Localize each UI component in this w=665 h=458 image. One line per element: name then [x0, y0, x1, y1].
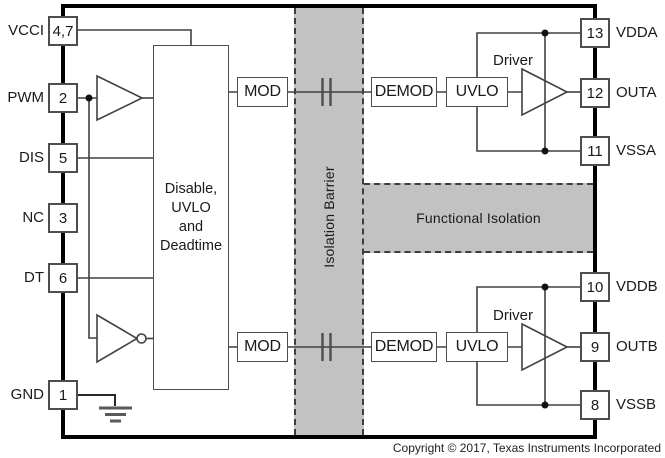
copyright-text: Copyright © 2017, Texas Instruments Inco… — [392, 441, 661, 455]
pin-number-vdda: 13 — [586, 24, 604, 42]
buffer-icon — [96, 74, 144, 122]
inverter-icon — [96, 313, 139, 364]
vssa-junction-dot — [541, 147, 549, 155]
pin-box-dt: 6 — [48, 263, 78, 293]
pin-number-vcci: 4,7 — [52, 22, 74, 40]
pin-box-vssb: 8 — [580, 390, 610, 420]
pwm-branch-wire — [88, 98, 97, 339]
pin-label-nc: NC — [22, 209, 44, 226]
mod-block-a: MOD — [237, 77, 288, 107]
pin-label-vddb: VDDB — [616, 278, 658, 295]
pin-number-outb: 9 — [590, 338, 600, 356]
pin-number-vssa: 11 — [587, 142, 603, 160]
functional-isolation-label: Functional Isolation — [416, 210, 541, 226]
pin-label-vssa: VSSA — [616, 142, 657, 159]
pin-box-pwm: 2 — [48, 83, 78, 113]
functional-isolation-band: Functional Isolation — [364, 183, 593, 253]
demod-block-a: DEMOD — [371, 77, 437, 107]
pin-label-outb: OUTB — [616, 338, 658, 355]
pin-number-nc: 3 — [58, 209, 68, 227]
pin-label-dis: DIS — [18, 149, 44, 166]
pin-number-pwm: 2 — [58, 89, 68, 107]
gnd-wire — [78, 394, 116, 406]
pin-box-vcci: 4,7 — [48, 16, 78, 46]
pin-label-vcci: VCCI — [8, 22, 44, 39]
pin-label-pwm: PWM — [7, 89, 44, 106]
pin-label-dt: DT — [24, 269, 44, 286]
pin-box-outb: 9 — [580, 332, 610, 362]
pin-box-outa: 12 — [580, 78, 610, 108]
pin-label-vssb: VSSB — [616, 396, 657, 413]
capacitor-icon-b — [321, 333, 332, 361]
pin-box-vddb: 10 — [580, 272, 610, 302]
vddb-junction-dot — [541, 283, 549, 291]
driver-label-b: Driver — [493, 307, 533, 324]
pin-number-vssb: 8 — [590, 396, 600, 414]
inverter-bubble-icon — [136, 333, 147, 344]
pin-box-nc: 3 — [48, 203, 78, 233]
disable-uvlo-deadtime-block: Disable, UVLO and Deadtime — [153, 45, 229, 390]
pin-box-dis: 5 — [48, 143, 78, 173]
demod-block-b: DEMOD — [371, 332, 437, 362]
ground-icon — [99, 406, 132, 423]
pin-number-gnd: 1 — [58, 386, 68, 404]
uvlo-block-b: UVLO — [446, 332, 508, 362]
pin-label-gnd: GND — [10, 386, 44, 403]
pin-number-outa: 12 — [586, 84, 604, 102]
pin-label-outa: OUTA — [616, 84, 657, 101]
pin-label-vdda: VDDA — [616, 24, 658, 41]
pin-number-dis: 5 — [58, 149, 68, 167]
pwm-junction-dot — [85, 94, 93, 102]
mod-block-b: MOD — [237, 332, 288, 362]
vcci-wire — [78, 29, 192, 45]
vdda-junction-dot — [541, 29, 549, 37]
isolation-barrier-band — [294, 8, 364, 435]
pin-box-vssa: 11 — [580, 136, 610, 166]
capacitor-icon-a — [321, 78, 332, 106]
vssb-junction-dot — [541, 401, 549, 409]
uvlo-block-a: UVLO — [446, 77, 508, 107]
pin-number-vddb: 10 — [586, 278, 604, 296]
pin-number-dt: 6 — [58, 269, 68, 287]
pin-box-gnd: 1 — [48, 380, 78, 410]
driver-label-a: Driver — [493, 52, 533, 69]
pin-box-vdda: 13 — [580, 18, 610, 48]
